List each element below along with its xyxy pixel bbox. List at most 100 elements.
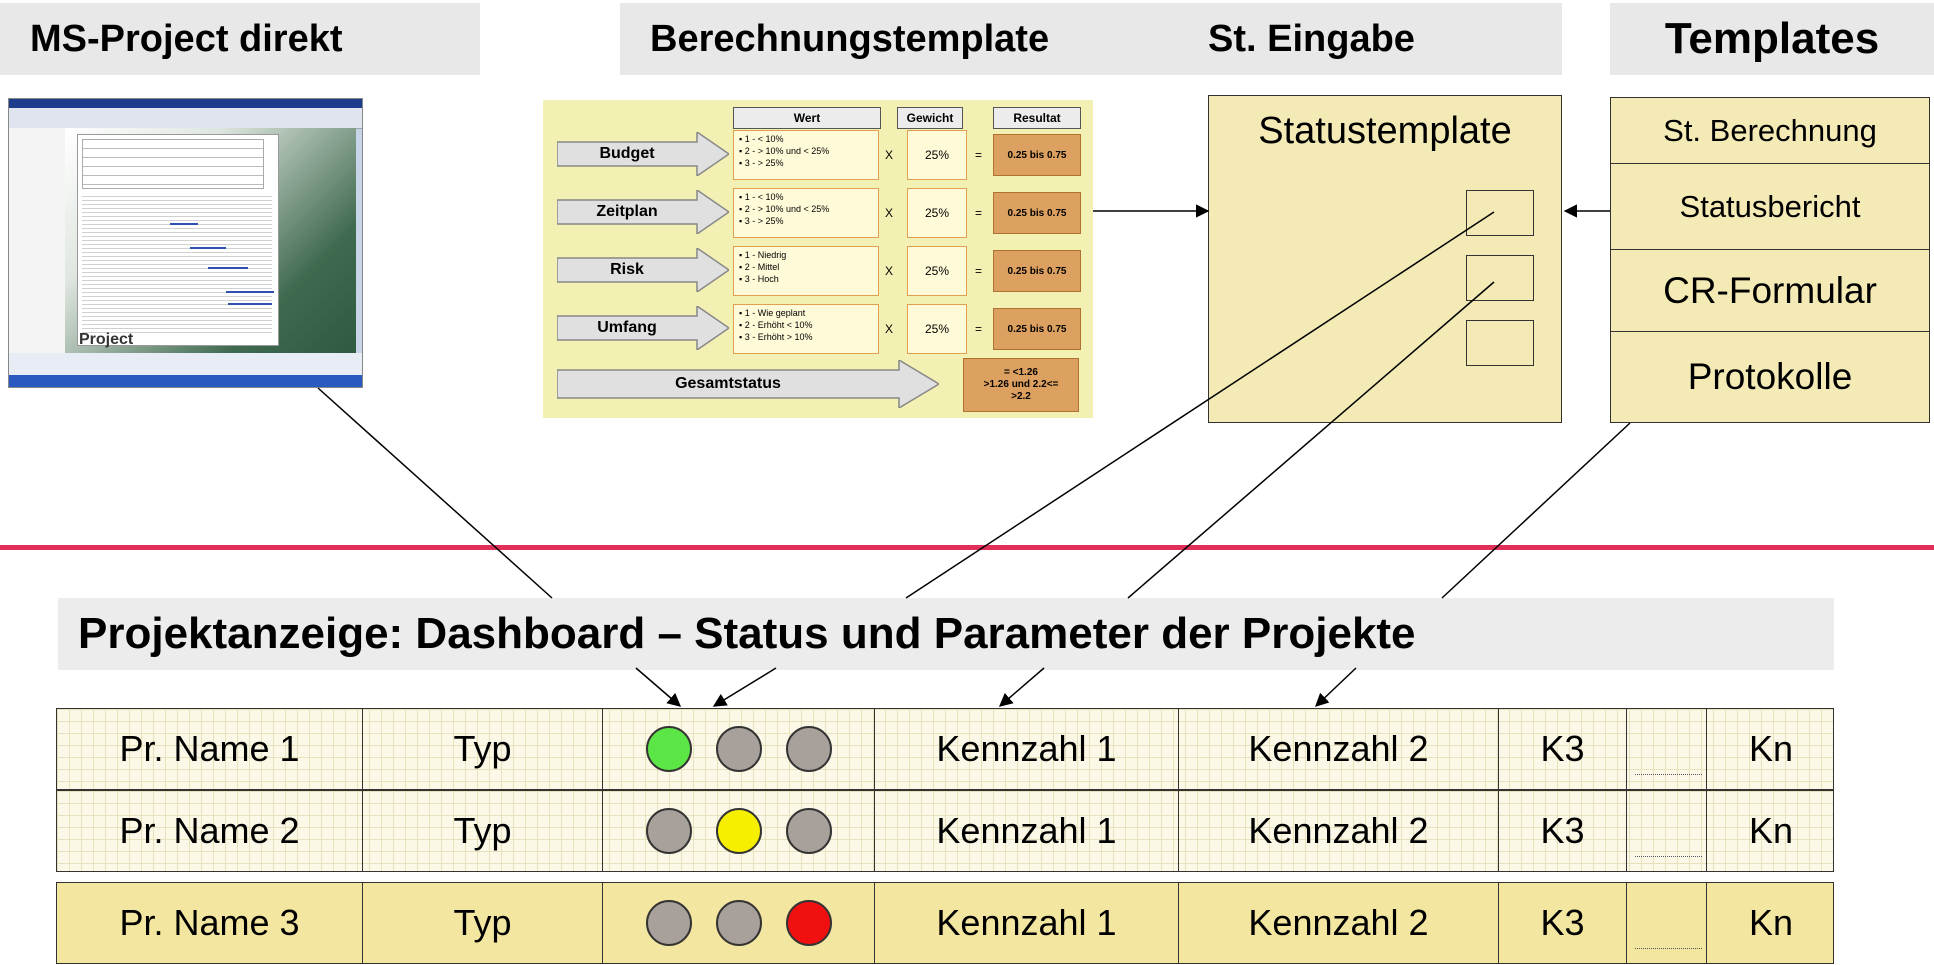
cell-text: Pr. Name 2	[119, 810, 300, 851]
criterion-value: ▪ 2 - > 10% und < 25%	[739, 146, 830, 156]
template-cr-formular[interactable]: CR-Formular	[1611, 250, 1929, 332]
cell-k2: Kennzahl 2	[1179, 791, 1499, 871]
berechnungstemplate-graphic: Wert Gewicht Resultat Budget ▪ 1 - < 10% ▪…	[543, 100, 1093, 418]
cell-blank	[1627, 883, 1707, 963]
status-field-3	[1466, 320, 1534, 366]
section-divider	[0, 545, 1934, 550]
connector-status1-to-light2-arrow	[712, 667, 777, 707]
status-light-icon	[645, 900, 692, 946]
cell-text: Kennzahl 1	[936, 728, 1117, 769]
criterion-label: Umfang	[597, 319, 657, 336]
dashboard-title: Projektanzeige: Dashboard – Status und P…	[58, 598, 1834, 670]
cell-typ: Typ	[363, 709, 603, 789]
status-field-2	[1466, 255, 1534, 301]
criterion-value: ▪ 2 - Erhöht < 10%	[739, 320, 813, 330]
criterion-value: ▪ 1 - Wie geplant	[739, 308, 806, 318]
cell-text: Kennzahl 1	[936, 902, 1117, 943]
gesamtstatus-result: = <1.26 >1.26 und 2.2<= >2.2	[963, 358, 1079, 412]
template-protokolle-label: Protokolle	[1687, 356, 1853, 397]
criterion-weight: 25%	[907, 188, 967, 238]
header-ms-project-label: MS-Project direkt	[30, 17, 343, 60]
placeholder-dots	[1635, 856, 1702, 857]
statustemplate-box: Statustemplate	[1208, 95, 1562, 423]
equals-sign: =	[975, 322, 983, 336]
template-cr-formular-label: CR-Formular	[1663, 269, 1877, 311]
connector-templates-to-k2-arrow	[1315, 667, 1357, 707]
cell-text: Kn	[1748, 728, 1794, 769]
criterion-value: ▪ 3 - > 25%	[739, 158, 784, 168]
ms-project-screenshot: Project	[8, 98, 363, 388]
cell-text: Pr. Name 1	[119, 728, 300, 769]
templates-list: St. Berechnung Statusbericht CR-Formular…	[1610, 97, 1930, 423]
gesamt-result-2: >1.26 und 2.2<=	[983, 379, 1059, 390]
header-templates-label: Templates	[1664, 14, 1880, 63]
gesamt-result-1: = <1.26	[1004, 367, 1038, 378]
connector-status1-to-light2	[905, 211, 1495, 599]
criterion-values: ▪ 1 - Wie geplant ▪ 2 - Erhöht < 10% ▪ 3 -…	[733, 304, 879, 354]
placeholder-dots	[1635, 948, 1702, 949]
criterion-result: 0.25 bis 0.75	[993, 192, 1081, 234]
template-statusbericht[interactable]: Statusbericht	[1611, 164, 1929, 250]
criterion-value: ▪ 3 - Erhöht > 10%	[739, 332, 813, 342]
equals-sign: =	[975, 148, 983, 162]
connector-msp-to-light1-arrow	[635, 667, 682, 707]
cell-kn: Kn	[1707, 709, 1835, 789]
dashboard-row[interactable]: Pr. Name 1 Typ Kennzahl 1 Kennzahl 2 K3 Kn	[56, 708, 1834, 790]
cell-lights	[603, 709, 875, 789]
status-light-icon	[785, 808, 832, 854]
col-resultat-header: Resultat	[993, 107, 1081, 129]
cell-text: Kn	[1748, 902, 1794, 943]
multiply-sign: X	[885, 148, 894, 162]
header-berechnung-st-eingabe: Berechnungstemplate St. Eingabe	[620, 3, 1562, 75]
col-gewicht-header: Gewicht	[897, 107, 963, 129]
cell-k3: K3	[1499, 883, 1627, 963]
template-st-berechnung[interactable]: St. Berechnung	[1611, 98, 1929, 164]
criterion-label: Budget	[599, 145, 655, 162]
connector-status2-to-k1-arrow	[998, 667, 1045, 707]
cell-k2: Kennzahl 2	[1179, 883, 1499, 963]
criterion-label: Risk	[610, 261, 644, 278]
multiply-sign: X	[885, 206, 894, 220]
cell-text: K3	[1540, 810, 1585, 851]
criterion-arrow: Risk	[557, 248, 729, 292]
cell-lights	[603, 791, 875, 871]
cell-k3: K3	[1499, 791, 1627, 871]
equals-sign: =	[975, 206, 983, 220]
criterion-result: 0.25 bis 0.75	[993, 308, 1081, 350]
col-wert-header: Wert	[733, 107, 881, 129]
criterion-result: 0.25 bis 0.75	[993, 250, 1081, 292]
template-protokolle[interactable]: Protokolle	[1611, 332, 1929, 422]
equals-sign: =	[975, 264, 983, 278]
criterion-value: ▪ 1 - < 10%	[739, 134, 784, 144]
cell-text: Pr. Name 3	[119, 902, 300, 943]
template-st-berechnung-label: St. Berechnung	[1663, 112, 1877, 148]
connector-templates-to-k2	[1441, 422, 1631, 599]
criterion-arrow: Zeitplan	[557, 190, 729, 234]
criterion-value: ▪ 1 - Niedrig	[739, 250, 787, 260]
criterion-weight: 25%	[907, 246, 967, 296]
cell-text: K3	[1540, 728, 1585, 769]
template-statusbericht-label: Statusbericht	[1679, 188, 1861, 224]
cell-text: Kennzahl 2	[1248, 902, 1429, 943]
cell-text: K3	[1540, 902, 1585, 943]
cell-text: Typ	[453, 728, 512, 769]
statustemplate-title: Statustemplate	[1258, 110, 1512, 152]
status-light-icon	[715, 726, 762, 772]
status-light-icon	[715, 900, 762, 946]
cell-blank	[1627, 791, 1707, 871]
cell-typ: Typ	[363, 791, 603, 871]
criterion-arrow: Budget	[557, 132, 729, 176]
header-templates: Templates	[1610, 3, 1934, 75]
criterion-value: ▪ 2 - Mittel	[739, 262, 780, 272]
multiply-sign: X	[885, 264, 894, 278]
cell-text: Kennzahl 2	[1248, 728, 1429, 769]
dashboard-title-label: Projektanzeige: Dashboard – Status und P…	[78, 609, 1416, 658]
cell-name: Pr. Name 2	[57, 791, 363, 871]
cell-k1: Kennzahl 1	[875, 883, 1179, 963]
gesamt-result-3: >2.2	[1011, 391, 1031, 402]
connector-msp-to-light1	[317, 387, 553, 599]
multiply-sign: X	[885, 322, 894, 336]
